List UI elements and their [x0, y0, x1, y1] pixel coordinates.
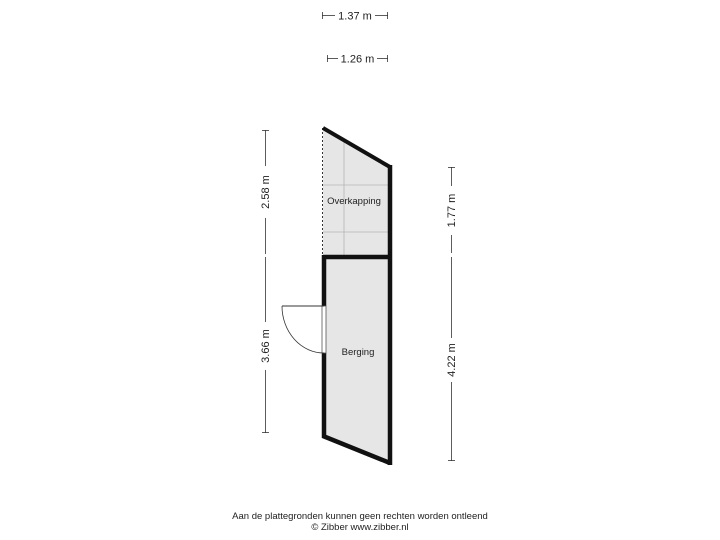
dimension-left-upper: 2.58 m — [260, 175, 272, 209]
dimension-left-lower: 3.66 m — [260, 329, 272, 363]
room-label-overkapping: Overkapping — [327, 196, 381, 207]
overkapping-floor — [323, 128, 390, 256]
berging-floor — [325, 258, 389, 462]
bottom-diagonal-wall — [322, 433, 391, 466]
door-frame — [321, 305, 327, 354]
dimension-top-outer: 1.37 m — [338, 11, 372, 23]
room-label-berging: Berging — [342, 347, 375, 358]
roof-diagonal-edge — [321, 126, 392, 169]
dimension-right-lower: 4.22 m — [446, 343, 458, 377]
overkapping-grid — [323, 140, 390, 256]
footer-copyright: © Zibber www.zibber.nl — [311, 522, 409, 533]
footer-disclaimer: Aan de plattegronden kunnen geen rechten… — [232, 511, 488, 522]
dimension-right-upper: 1.77 m — [446, 194, 458, 228]
walls — [321, 126, 393, 466]
dimension-lines — [262, 12, 455, 461]
door-swing-arc — [281, 305, 325, 354]
dimension-top-inner: 1.26 m — [341, 54, 375, 66]
door — [281, 305, 327, 354]
